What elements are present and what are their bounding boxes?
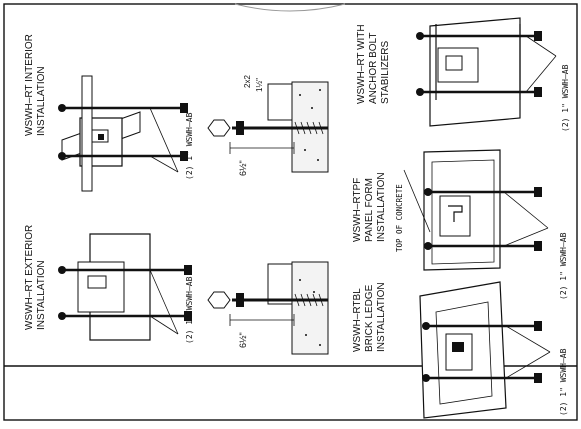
interior-leader-1: [149, 107, 179, 173]
exterior-aggregate-dot: [313, 291, 315, 293]
stabilizer-bolt-end-2: [416, 88, 424, 96]
exterior-bolt-nut-2: [184, 311, 192, 321]
exterior-bolt-end-1: [58, 266, 66, 274]
interior-dim-2x2: 2x2: [243, 75, 252, 88]
interior-title-line2: INSTALLATION: [36, 66, 47, 136]
exterior-leader-1: [149, 269, 179, 335]
interior-post: [81, 75, 93, 192]
stabilizer-title-line2: ANCHOR BOLT: [368, 33, 379, 105]
interior-dim-1half: 1½": [255, 78, 264, 92]
exterior-bolt-threads: [294, 293, 324, 307]
brick-bolt-end-1: [422, 322, 430, 330]
exterior-section-nut: [236, 293, 244, 307]
exterior-hex-nut-view: [207, 291, 231, 309]
stabilizer-plate-slot: [445, 55, 463, 71]
panel-top-of-concrete: TOP OF CONCRETE: [395, 184, 404, 252]
panel-bolt-end-1: [424, 188, 432, 196]
interior-installation: WSWH–RT INTERIOR INSTALLATION (2) 1" WSW…: [24, 34, 194, 192]
exterior-plate-slot: [87, 275, 107, 289]
interior-aggregate-dot: [319, 89, 321, 91]
stabilizer-leader-1: [525, 35, 557, 57]
brick-ledge-face: [435, 301, 493, 405]
brick-bolt-nut-2: [534, 373, 542, 383]
exterior-installation: WSWH–RT EXTERIOR INSTALLATION (2) 1" WSW…: [24, 225, 194, 344]
interior-leader-2: [149, 155, 179, 173]
exterior-aggregate-dot: [299, 279, 301, 281]
interior-bolt-threads: [294, 121, 324, 135]
interior-title-line1: WSWH–RT INTERIOR: [24, 34, 35, 136]
brick-anchor-label: (2) 1" WSWH–AB: [559, 348, 568, 416]
panel-form-installation: WSWH–RTPF PANEL FORM INSTALLATION TOP OF…: [352, 149, 568, 300]
interior-hex-nut-view: [207, 119, 231, 137]
panel-leader-2: [503, 227, 549, 247]
exterior-aggregate-dot: [305, 334, 307, 336]
exterior-title-line2: INSTALLATION: [36, 260, 47, 330]
interior-aggregate-dot: [317, 159, 319, 161]
interior-plate-nut: [98, 134, 104, 140]
interior-bolt-nut-1: [180, 103, 188, 113]
panel-plate: [439, 195, 471, 237]
stabilizer-installation: WSWH–RT WITH ANCHOR BOLT STABILIZERS (2)…: [356, 17, 570, 132]
exterior-dim-6half: 6½": [238, 332, 248, 348]
exterior-title-line1: WSWH–RT EXTERIOR: [24, 225, 35, 330]
interior-bolt-end-1: [58, 104, 66, 112]
brick-title-line1: WSWH–RTBL: [352, 288, 363, 352]
exterior-bolt-nut-1: [184, 265, 192, 275]
panel-bolt-nut-1: [534, 187, 542, 197]
panel-anchor-label: (2) 1" WSWH–AB: [559, 232, 568, 300]
panel-concrete-leader: [403, 169, 431, 233]
interior-aggregate-dot: [299, 94, 301, 96]
sheet-border: [3, 3, 578, 421]
exterior-section-detail: 6½": [207, 261, 329, 355]
stabilizer-leader-2: [525, 55, 557, 93]
panel-bolt-end-2: [424, 242, 432, 250]
panel-title-line3: INSTALLATION: [376, 172, 387, 242]
exterior-bolt-end-2: [58, 312, 66, 320]
brick-plate-block: [452, 342, 464, 352]
interior-section-detail: 6½" 2x2 1½": [207, 75, 329, 176]
interior-anchor-label: (2) 1" WSWH–AB: [185, 112, 194, 180]
interior-bolt-end-2: [58, 152, 66, 160]
panel-leader-1: [503, 191, 549, 229]
brick-leader-1: [505, 325, 551, 353]
stabilizer-title-line3: STABILIZERS: [380, 41, 391, 104]
brick-ledge-installation: WSWH–RTBL BRICK LEDGE INSTALLATION (2) 1…: [352, 281, 568, 419]
panel-bolt-nut-2: [534, 241, 542, 251]
interior-aggregate-dot: [311, 107, 313, 109]
brick-bolt-nut-1: [534, 321, 542, 331]
panel-title-line2: PANEL FORM: [364, 178, 375, 242]
panel-form-inner: [431, 159, 495, 265]
exterior-block: [267, 263, 293, 305]
stabilizer-anchor-label: (2) 1" WSWH–AB: [561, 64, 570, 132]
interior-section-nut: [236, 121, 244, 135]
exterior-concrete-section: [291, 261, 329, 355]
top-notch: [234, 3, 346, 12]
exterior-leader-2: [149, 315, 179, 335]
brick-title-line3: INSTALLATION: [376, 282, 387, 352]
stabilizer-bolt-nut-1: [534, 31, 542, 41]
panel-title-line1: WSWH–RTPF: [352, 178, 363, 242]
exterior-hold-down-plate: [77, 261, 125, 313]
panel-bracket: [448, 205, 463, 222]
brick-leader-2: [505, 351, 551, 379]
brick-bolt-end-2: [422, 374, 430, 382]
interior-aggregate-dot: [304, 149, 306, 151]
interior-2x2-block: [267, 83, 293, 121]
stabilizer-title-line1: WSWH–RT WITH: [356, 24, 367, 104]
stabilizer-plate: [437, 47, 479, 83]
exterior-anchor-label: (2) 1" WSWH–AB: [185, 276, 194, 344]
interior-dim-6half: 6½": [238, 160, 248, 176]
interior-bolt-nut-2: [180, 151, 188, 161]
stabilizer-bolt-nut-2: [534, 87, 542, 97]
brick-title-line2: BRICK LEDGE: [364, 284, 375, 352]
stabilizer-bolt-end-1: [416, 32, 424, 40]
exterior-aggregate-dot: [319, 344, 321, 346]
